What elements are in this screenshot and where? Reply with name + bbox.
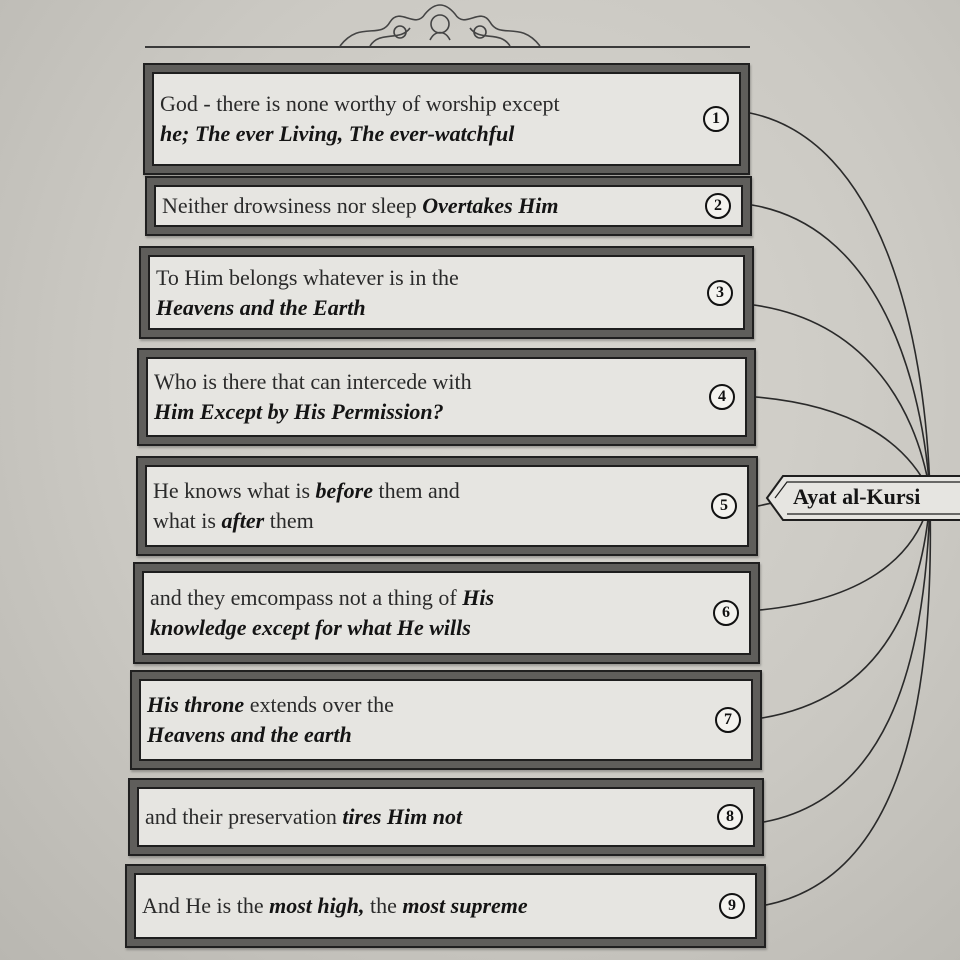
connector-7	[761, 499, 931, 719]
connector-4	[755, 396, 931, 493]
verse-number-badge: 4	[709, 384, 735, 410]
label-tag-shape	[765, 475, 960, 521]
verse-box-5: He knows what is before them and what is…	[136, 456, 758, 556]
verse-text: what is	[153, 508, 222, 533]
verse-number-badge: 1	[703, 106, 729, 132]
verse-line: Neither drowsiness nor sleep Overtakes H…	[162, 191, 683, 221]
verse-line: He knows what is before them and	[153, 476, 689, 506]
verse-box-inner: He knows what is before them and what is…	[145, 465, 749, 547]
verse-number-badge: 3	[707, 279, 733, 306]
verse-line: God - there is none worthy of worship ex…	[160, 89, 681, 119]
verse-line: To Him belongs whatever is in the	[156, 263, 685, 293]
verse-text-emphasis: Heavens and the earth	[147, 722, 352, 747]
verse-text-emphasis: after	[221, 508, 265, 533]
verse-text-emphasis: Heavens and the Earth	[156, 294, 366, 320]
verse-box-9: And He is the most high, the most suprem…	[125, 864, 766, 948]
verse-number-badge: 7	[715, 707, 741, 733]
verse-line: he; The ever Living, The ever-watchful	[160, 119, 681, 149]
verse-box-inner: God - there is none worthy of worship ex…	[152, 72, 741, 166]
verse-number-badge: 9	[719, 893, 745, 919]
verse-text-emphasis: His	[462, 585, 495, 610]
verse-text: them	[264, 508, 314, 533]
verse-box-inner: His throne extends over the Heavens and …	[139, 679, 753, 761]
verse-box-inner: To Him belongs whatever is in the Heaven…	[148, 255, 745, 330]
verse-box-inner: and they emcompass not a thing of His kn…	[142, 571, 751, 655]
verse-text-emphasis: knowledge except for what He wills	[150, 615, 471, 640]
verse-box-inner: Who is there that can intercede with Him…	[146, 357, 747, 437]
verse-line: and their preservation tires Him not	[145, 802, 695, 832]
verse-text: the	[364, 893, 403, 918]
verse-box-inner: Neither drowsiness nor sleep Overtakes H…	[154, 185, 743, 227]
verse-text: extends over the	[244, 692, 394, 717]
ayat-al-kursi-label: Ayat al-Kursi	[765, 470, 960, 526]
verse-number-badge: 8	[717, 804, 743, 830]
verse-number-badge: 5	[711, 493, 737, 519]
verse-text-emphasis: His throne	[147, 692, 245, 717]
verse-line: Heavens and the Earth	[156, 293, 685, 323]
verse-text-emphasis: Overtakes Him	[422, 193, 559, 218]
verse-text: God - there is none worthy of worship ex…	[160, 91, 560, 116]
verse-box-2: Neither drowsiness nor sleep Overtakes H…	[145, 176, 752, 236]
verse-line: Heavens and the earth	[147, 720, 693, 750]
verse-number-badge: 2	[705, 193, 731, 219]
verse-line: and they emcompass not a thing of His	[150, 583, 691, 613]
connector-3	[753, 304, 931, 493]
verse-text: them and	[372, 478, 460, 503]
verse-line: what is after them	[153, 506, 689, 536]
verse-text: and their preservation	[145, 804, 343, 829]
verse-line: His throne extends over the	[147, 690, 693, 720]
verse-text: He knows what is	[153, 478, 316, 503]
verse-text: and they emcompass not a thing of	[150, 585, 463, 610]
verse-box-4: Who is there that can intercede with Him…	[137, 348, 756, 446]
verse-box-3: To Him belongs whatever is in the Heaven…	[139, 246, 754, 339]
connector-8	[763, 499, 931, 823]
top-rule	[145, 46, 750, 48]
connector-9	[765, 499, 932, 906]
verse-number-badge: 6	[713, 600, 739, 626]
verse-text-emphasis: most supreme	[402, 893, 528, 918]
connector-2	[751, 204, 931, 493]
verse-box-7: His throne extends over the Heavens and …	[130, 670, 762, 770]
verse-text: Neither drowsiness nor sleep	[162, 193, 423, 218]
verse-text-emphasis: most high,	[269, 893, 365, 918]
verse-box-6: and they emcompass not a thing of His kn…	[133, 562, 760, 664]
verse-box-inner: And He is the most high, the most suprem…	[134, 873, 757, 939]
verse-text-emphasis: Him Except by His Permission?	[154, 399, 444, 424]
ayat-al-kursi-label-text: Ayat al-Kursi	[793, 484, 921, 509]
verse-text-emphasis: tires Him not	[342, 804, 463, 829]
connector-1	[749, 112, 931, 493]
verse-text-emphasis: before	[315, 478, 373, 503]
verse-box-1: God - there is none worthy of worship ex…	[143, 63, 750, 175]
floral-ornament	[339, 4, 541, 47]
verse-text-emphasis: he; The ever Living, The ever-watchful	[160, 121, 515, 146]
verse-line: knowledge except for what He wills	[150, 613, 691, 643]
connector-6	[759, 499, 931, 611]
verse-line: Who is there that can intercede with	[154, 367, 687, 397]
verse-text: And He is the	[142, 893, 270, 918]
verse-line: And He is the most high, the most suprem…	[142, 891, 697, 921]
verse-box-8: and their preservation tires Him not 8	[128, 778, 764, 856]
verse-text: To Him belongs whatever is in the	[156, 264, 459, 290]
verse-text: Who is there that can intercede with	[154, 369, 472, 394]
verse-line: Him Except by His Permission?	[154, 397, 687, 427]
verse-box-inner: and their preservation tires Him not 8	[137, 787, 755, 847]
